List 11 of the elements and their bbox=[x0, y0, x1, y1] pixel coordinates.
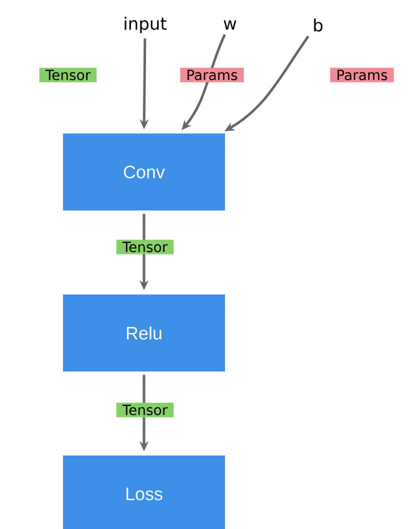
edge-label: Params bbox=[180, 68, 244, 82]
edge-label: Tensor bbox=[116, 240, 174, 254]
edge-label: Tensor bbox=[39, 68, 97, 82]
input-label: input bbox=[124, 16, 166, 34]
input-label: w bbox=[224, 20, 236, 30]
process-box: Relu bbox=[63, 294, 225, 372]
edge-label: Params bbox=[330, 68, 394, 82]
process-box: Conv bbox=[63, 134, 225, 210]
process-box: Loss bbox=[63, 456, 225, 529]
edge-label: Tensor bbox=[116, 402, 174, 418]
input-label: b bbox=[314, 18, 322, 32]
